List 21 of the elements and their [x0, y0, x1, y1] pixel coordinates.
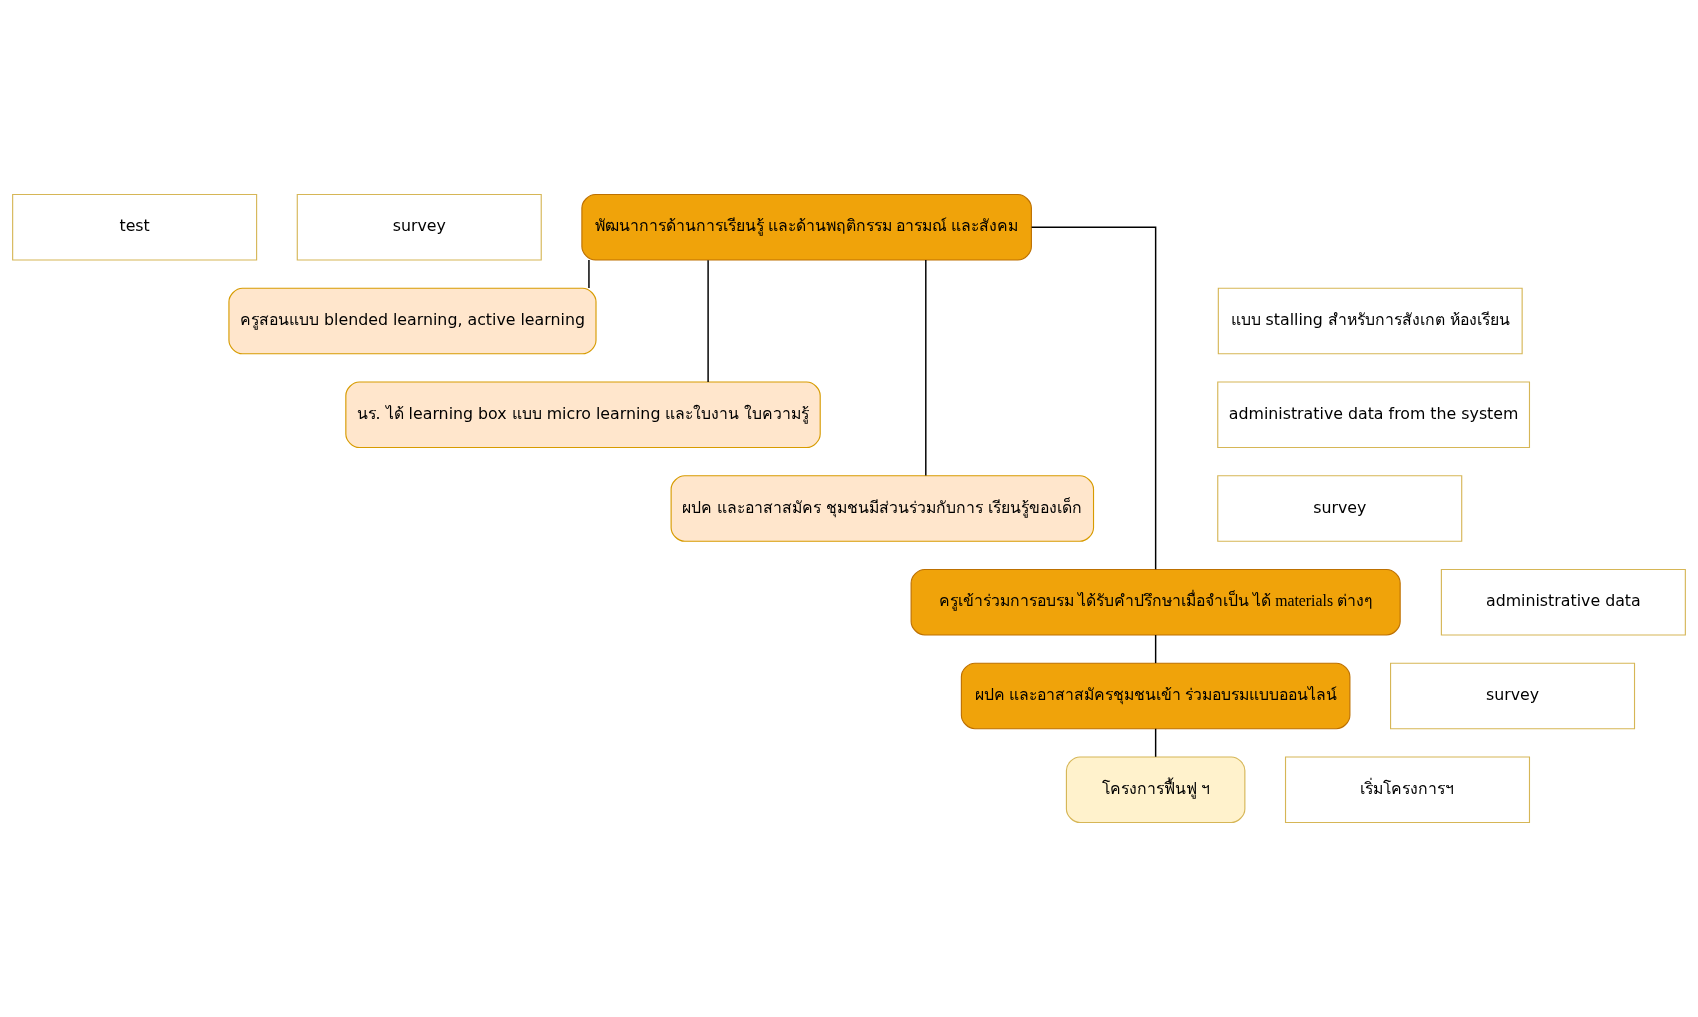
node-box: survey [1217, 475, 1463, 542]
node-box: เริ่มโครงการฯ [1284, 756, 1531, 824]
node-box: survey [1390, 662, 1636, 730]
node-box: ผปค และอาสาสมัคร ชุมชนมีส่วนร่วมกับการ เรียนรู้ของเด็ก [670, 475, 1095, 542]
node-box: ครูสอนแบบ blended learning, active learning [228, 287, 597, 355]
node-box: โครงการฟื้นฟู ฯ [1065, 756, 1246, 824]
connector [707, 259, 709, 383]
connector [1154, 728, 1157, 758]
node-box: ผปค และอาสาสมัครชุมชนเข้า ร่วมอบรมแบบออนไลน์ [960, 662, 1351, 730]
node-box: แบบ stalling สำหรับการสังเกต ห้องเรียน [1217, 287, 1523, 355]
connector [1154, 634, 1157, 664]
connector [925, 259, 927, 477]
node-box: administrative data from the system [1217, 381, 1531, 449]
connector [588, 259, 590, 289]
node-box: test [12, 193, 258, 261]
node-box: survey [296, 193, 542, 261]
node-box: administrative data [1440, 568, 1686, 636]
connector [1030, 226, 1157, 571]
node-box: นร. ได้ learning box แบบ micro learning และใบงาน ใบความรู้ [345, 381, 821, 449]
node-box: ครูเข้าร่วมการอบรม ได้รับคำปรึกษาเมื่อจำเป็น ได้ materials ต่างๆ [910, 568, 1401, 636]
node-box: พัฒนาการด้านการเรียนรู้ และด้านพฤติกรรม อารมณ์ และสังคม [581, 193, 1032, 261]
